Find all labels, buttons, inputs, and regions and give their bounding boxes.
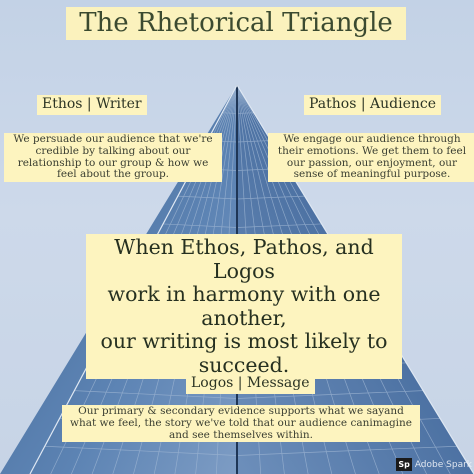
ethos-text: We persuade our audience that we're cred… — [4, 133, 222, 182]
logos-text: Our primary & secondary evidence support… — [62, 405, 420, 443]
center-line-1: When Ethos, Pathos, and Logos — [114, 235, 374, 283]
page-title: The Rhetorical Triangle — [66, 7, 406, 40]
center-line-2: work in harmony with one another, — [107, 282, 381, 330]
badge-text: Adobe Spark — [414, 459, 472, 470]
pathos-text: We engage our audience through their emo… — [268, 133, 474, 182]
ethos-heading: Ethos | Writer — [37, 95, 147, 115]
adobe-spark-badge: Sp Adobe Spark — [396, 458, 472, 471]
center-message: When Ethos, Pathos, and Logos work in ha… — [86, 234, 402, 380]
pathos-heading: Pathos | Audience — [304, 95, 442, 115]
logos-heading: Logos | Message — [186, 374, 315, 394]
spark-logo-icon: Sp — [396, 458, 412, 471]
center-line-3: our writing is most likely to succeed. — [100, 329, 388, 377]
